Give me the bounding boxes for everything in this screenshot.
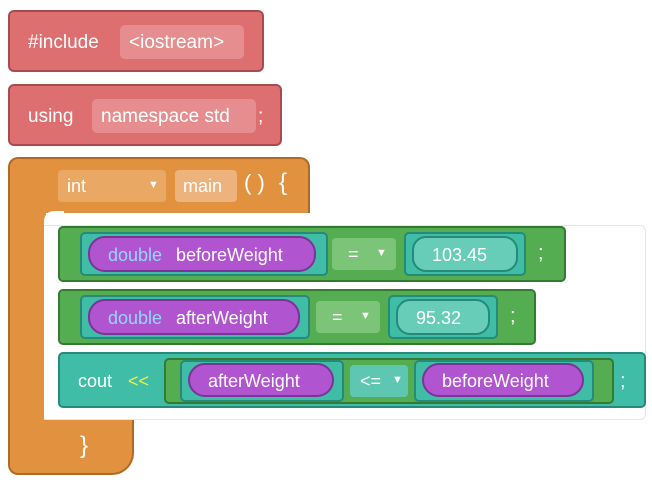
variable-name: afterWeight [208, 371, 300, 391]
include-header-field[interactable]: <iostream> [120, 25, 244, 59]
type-keyword: double [108, 308, 163, 328]
namespace-text: namespace std [101, 106, 230, 127]
stream-operator: << [128, 371, 150, 391]
variable-chip-afterWeight[interactable]: afterWeight [188, 363, 334, 397]
compare-op-text: <= [360, 371, 382, 391]
variable-name: beforeWeight [176, 245, 283, 265]
statement-semicolon: ; [620, 370, 626, 392]
variable-chip-beforeWeight[interactable]: double beforeWeight [88, 236, 316, 272]
assign-op-dropdown[interactable]: = ▼ [332, 238, 396, 270]
return-type-dropdown[interactable]: int ▼ [58, 170, 166, 202]
chevron-down-icon: ▼ [148, 179, 159, 191]
comparison-expression[interactable]: afterWeight <= ▼ beforeWeight [164, 358, 614, 404]
cout-block[interactable]: cout << afterWeight <= ▼ beforeWeight ; [58, 352, 646, 408]
chevron-down-icon: ▼ [392, 374, 403, 386]
variable-name: afterWeight [176, 308, 268, 328]
statement-semicolon: ; [510, 305, 516, 327]
type-keyword: double [108, 245, 163, 265]
value-field[interactable]: 103.45 [412, 236, 518, 272]
cout-keyword: cout [78, 371, 113, 391]
main-close-brace: } [80, 432, 89, 459]
include-block[interactable]: #include <iostream> [8, 10, 264, 72]
assign-op-text: = [332, 307, 343, 327]
variable-name: beforeWeight [442, 371, 549, 391]
statement-semicolon: ; [538, 242, 544, 264]
chevron-down-icon: ▼ [360, 310, 371, 322]
value-field[interactable]: 95.32 [396, 299, 490, 335]
main-block-spine [8, 210, 46, 422]
assign-op-text: = [348, 244, 359, 264]
main-open-brace: { [279, 169, 288, 196]
function-name-field[interactable]: main [175, 170, 237, 202]
include-keyword: #include [28, 32, 99, 53]
main-block-bottom [8, 420, 134, 475]
compare-op-dropdown[interactable]: <= ▼ [350, 365, 408, 397]
return-type-text: int [67, 176, 87, 196]
function-name-text: main [183, 176, 223, 196]
main-parens: ( ) [244, 170, 265, 195]
chevron-down-icon: ▼ [376, 247, 387, 259]
value-text: 95.32 [416, 308, 462, 328]
declaration-block-beforeWeight[interactable]: double beforeWeight = ▼ 103.45 ; [58, 226, 566, 282]
using-semicolon: ; [258, 106, 264, 127]
variable-chip-beforeWeight[interactable]: beforeWeight [422, 363, 584, 397]
declaration-block-afterWeight[interactable]: double afterWeight = ▼ 95.32 ; [58, 289, 536, 345]
include-header-text: <iostream> [129, 32, 225, 53]
using-keyword: using [28, 106, 74, 127]
variable-chip-afterWeight[interactable]: double afterWeight [88, 299, 300, 335]
value-text: 103.45 [432, 245, 488, 265]
assign-op-dropdown[interactable]: = ▼ [316, 301, 380, 333]
using-block[interactable]: using namespace std ; [8, 84, 282, 146]
namespace-field[interactable]: namespace std [92, 99, 256, 133]
